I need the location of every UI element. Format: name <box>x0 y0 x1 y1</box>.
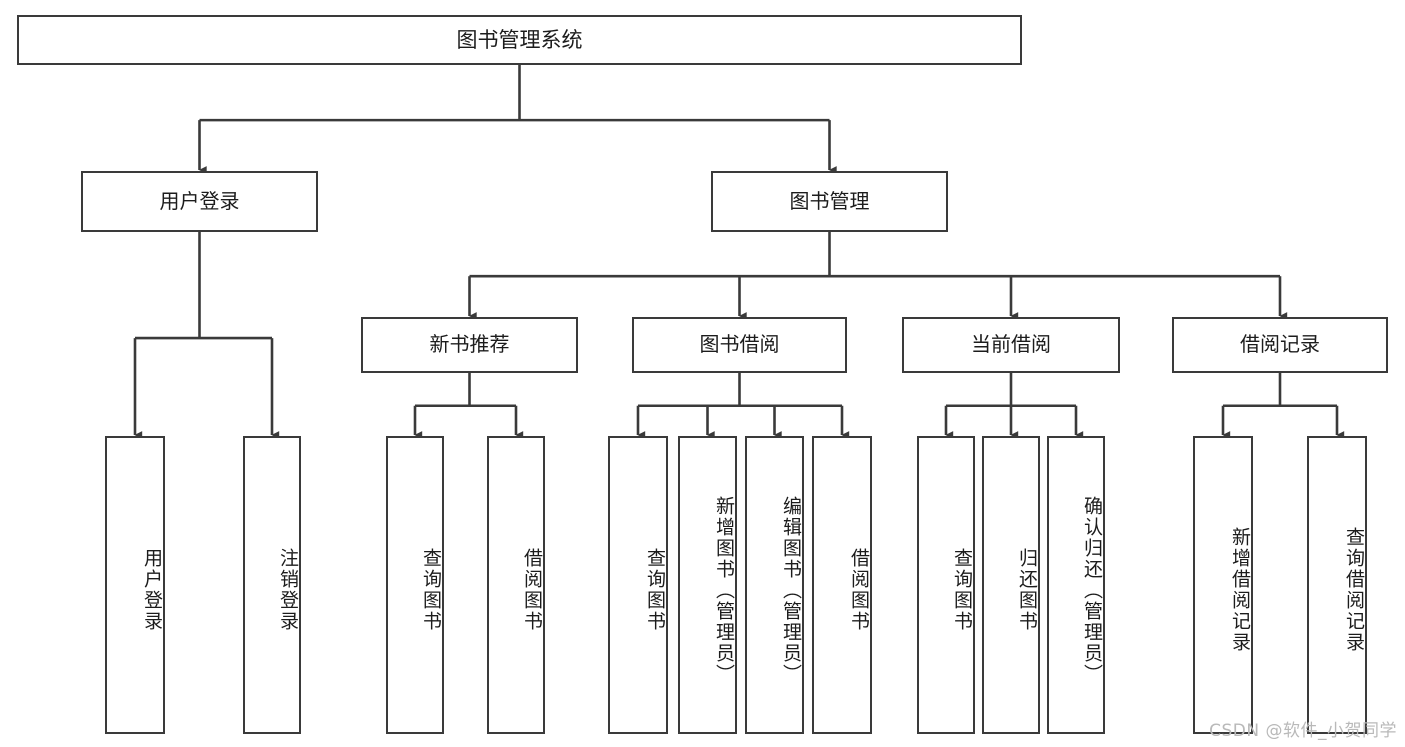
node-new-book-recommend[interactable]: 新书推荐 <box>361 317 578 373</box>
node-label: 借阅记录 <box>1240 332 1320 357</box>
node-label: 新书推荐 <box>429 332 510 357</box>
node-label: 用户登录 <box>141 548 163 632</box>
node-label: 新增借阅记录 <box>1229 527 1251 653</box>
node-label: 归还图书 <box>1016 548 1038 632</box>
node-label: 图书管理 <box>789 188 870 213</box>
node-label: 注销登录 <box>277 548 299 632</box>
node-label: 借阅图书 <box>521 548 543 632</box>
node-leaf-query-record[interactable]: 查询借阅记录 <box>1307 436 1367 734</box>
node-leaf-borrow-book-1[interactable]: 借阅图书 <box>487 436 545 734</box>
watermark-text: CSDN @软件_小贺同学 <box>1209 721 1397 741</box>
node-leaf-return-book[interactable]: 归还图书 <box>982 436 1040 734</box>
node-label: 确认归还（管理员） <box>1081 495 1103 685</box>
node-leaf-add-book[interactable]: 新增图书（管理员） <box>678 436 737 734</box>
node-label: 查询图书 <box>951 548 973 632</box>
node-leaf-query-book-2[interactable]: 查询图书 <box>608 436 668 734</box>
node-leaf-borrow-book-2[interactable]: 借阅图书 <box>812 436 872 734</box>
node-label: 查询图书 <box>420 548 442 632</box>
node-leaf-user-login[interactable]: 用户登录 <box>105 436 165 734</box>
node-label: 编辑图书（管理员） <box>780 495 802 685</box>
node-leaf-user-logout[interactable]: 注销登录 <box>243 436 301 734</box>
node-leaf-query-book-3[interactable]: 查询图书 <box>917 436 975 734</box>
node-label: 用户登录 <box>159 188 240 213</box>
node-leaf-query-book-1[interactable]: 查询图书 <box>386 436 444 734</box>
node-label: 图书管理系统 <box>456 27 583 52</box>
node-user-login[interactable]: 用户登录 <box>81 171 318 232</box>
node-borrow-record[interactable]: 借阅记录 <box>1172 317 1388 373</box>
node-leaf-confirm-return[interactable]: 确认归还（管理员） <box>1047 436 1105 734</box>
node-label: 查询借阅记录 <box>1343 527 1365 653</box>
node-leaf-edit-book[interactable]: 编辑图书（管理员） <box>745 436 804 734</box>
node-label: 查询图书 <box>644 548 666 632</box>
node-current-borrow[interactable]: 当前借阅 <box>902 317 1120 373</box>
node-book-borrow[interactable]: 图书借阅 <box>632 317 847 373</box>
node-book-management[interactable]: 图书管理 <box>711 171 948 232</box>
node-label: 当前借阅 <box>971 332 1051 357</box>
node-label: 借阅图书 <box>848 548 870 632</box>
node-leaf-add-record[interactable]: 新增借阅记录 <box>1193 436 1253 734</box>
node-root-system[interactable]: 图书管理系统 <box>17 15 1022 65</box>
node-label: 新增图书（管理员） <box>713 495 735 685</box>
node-label: 图书借阅 <box>699 332 780 357</box>
